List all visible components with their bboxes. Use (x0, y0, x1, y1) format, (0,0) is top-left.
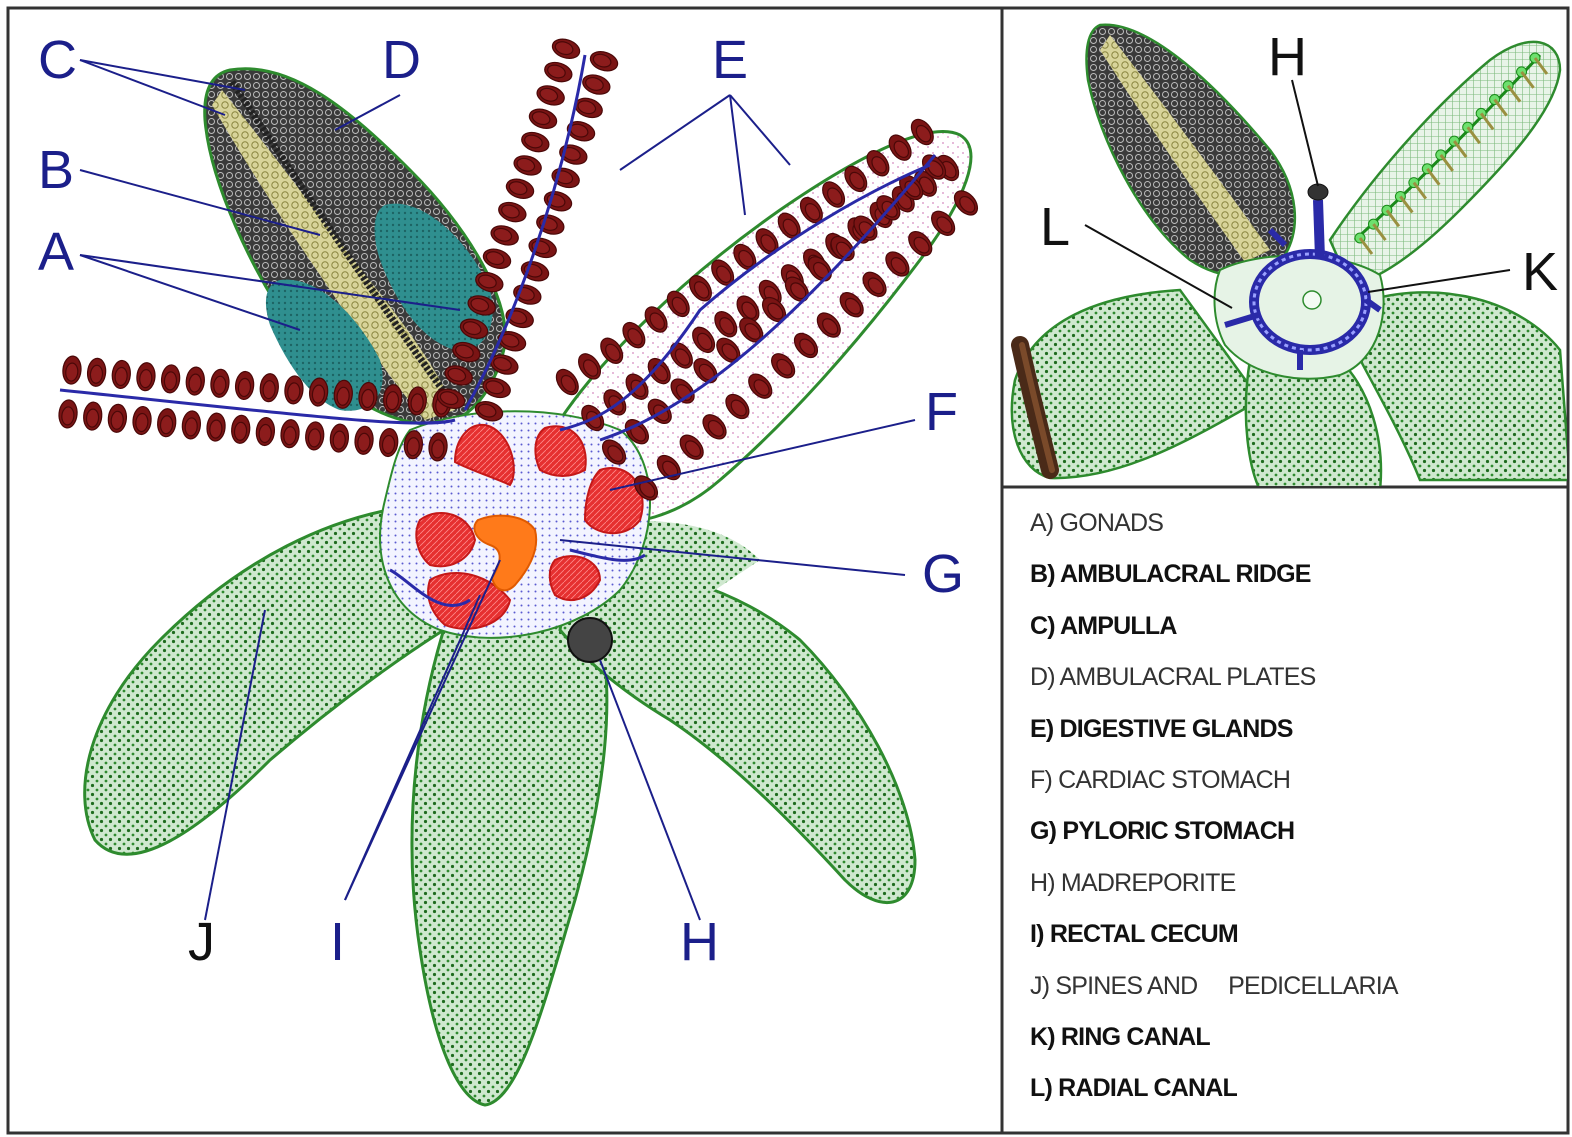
legend-item: A) GONADS (1030, 505, 1560, 556)
digestive-gland-lobe (329, 423, 349, 452)
digestive-gland-lobe (527, 106, 559, 132)
label-inset-L: L (1040, 197, 1070, 257)
label-main-A: A (38, 222, 74, 282)
inset-madreporite (1308, 184, 1328, 200)
digestive-gland-lobe (231, 415, 251, 444)
digestive-gland-lobe (107, 404, 127, 433)
label-inset-K: K (1522, 242, 1558, 302)
legend-item: L) RADIAL CANAL (1030, 1070, 1560, 1121)
digestive-gland-lobe (83, 401, 103, 430)
legend-item: D) AMBULACRAL PLATES (1030, 659, 1560, 710)
digestive-gland-lobe (550, 36, 582, 62)
legend-item: F) CARDIAC STOMACH (1030, 762, 1560, 813)
label-main-B: B (38, 140, 74, 200)
label-main-C: C (38, 30, 77, 90)
digestive-gland-lobe (132, 406, 152, 435)
digestive-gland-lobe (58, 399, 78, 428)
digestive-gland-lobe (519, 129, 551, 155)
digestive-gland-lobe (234, 371, 254, 400)
inset-diagram: H L K (1012, 25, 1570, 490)
arm-right-lower (560, 568, 915, 902)
digestive-gland-lobe (157, 408, 177, 437)
digestive-gland-lobe (305, 421, 325, 450)
inset-mouth (1303, 291, 1321, 309)
main-starfish: C D B A E F G J I H (38, 30, 982, 1105)
label-inset-H: H (1268, 27, 1307, 87)
legend-item: J) SPINES AND PEDICELLARIA (1030, 968, 1560, 1019)
label-main-G: G (922, 544, 964, 604)
inset-arm-right (1350, 292, 1570, 480)
legend-item: B) AMBULACRAL RIDGE (1030, 556, 1560, 607)
label-main-F: F (925, 382, 958, 442)
digestive-gland-lobe (354, 426, 374, 455)
legend-item: G) PYLORIC STOMACH (1030, 813, 1560, 864)
digestive-gland-lobe (496, 199, 528, 225)
digestive-gland-lobe (206, 412, 226, 441)
madreporite (568, 618, 612, 662)
legend-item: I) RECTAL CECUM (1030, 916, 1560, 967)
digestive-gland-lobe (255, 417, 275, 446)
digestive-gland-lobe (504, 176, 536, 202)
digestive-gland-lobe (379, 428, 399, 457)
legend-item: C) AMPULLA (1030, 608, 1560, 659)
digestive-gland-lobe (489, 223, 521, 249)
legend-item: H) MADREPORITE (1030, 865, 1560, 916)
digestive-gland-lobe (280, 419, 300, 448)
digestive-gland-lobe (160, 364, 180, 393)
label-main-D: D (382, 30, 421, 90)
legend-item: K) RING CANAL (1030, 1019, 1560, 1070)
digestive-gland-lobe (588, 48, 620, 74)
label-main-I: I (330, 912, 345, 972)
digestive-gland-lobe (284, 375, 304, 404)
digestive-gland-lobe (535, 83, 567, 109)
digestive-gland-lobe (210, 369, 230, 398)
digestive-gland-lobe (185, 366, 205, 395)
digestive-gland-lobe (86, 358, 106, 387)
digestive-gland-lobe (259, 373, 279, 402)
label-main-J: J (188, 912, 215, 972)
digestive-gland-lobe (62, 355, 82, 384)
legend-item: E) DIGESTIVE GLANDS (1030, 711, 1560, 762)
digestive-gland-lobe (580, 72, 612, 98)
digestive-gland-lobe (181, 410, 201, 439)
digestive-gland-lobe (512, 153, 544, 179)
digestive-gland-lobe (136, 362, 156, 391)
label-main-E: E (712, 30, 748, 90)
digestive-gland-lobe (111, 360, 131, 389)
digestive-gland-lobe (542, 59, 574, 85)
label-main-H: H (680, 912, 719, 972)
stone-canal (1318, 200, 1320, 258)
